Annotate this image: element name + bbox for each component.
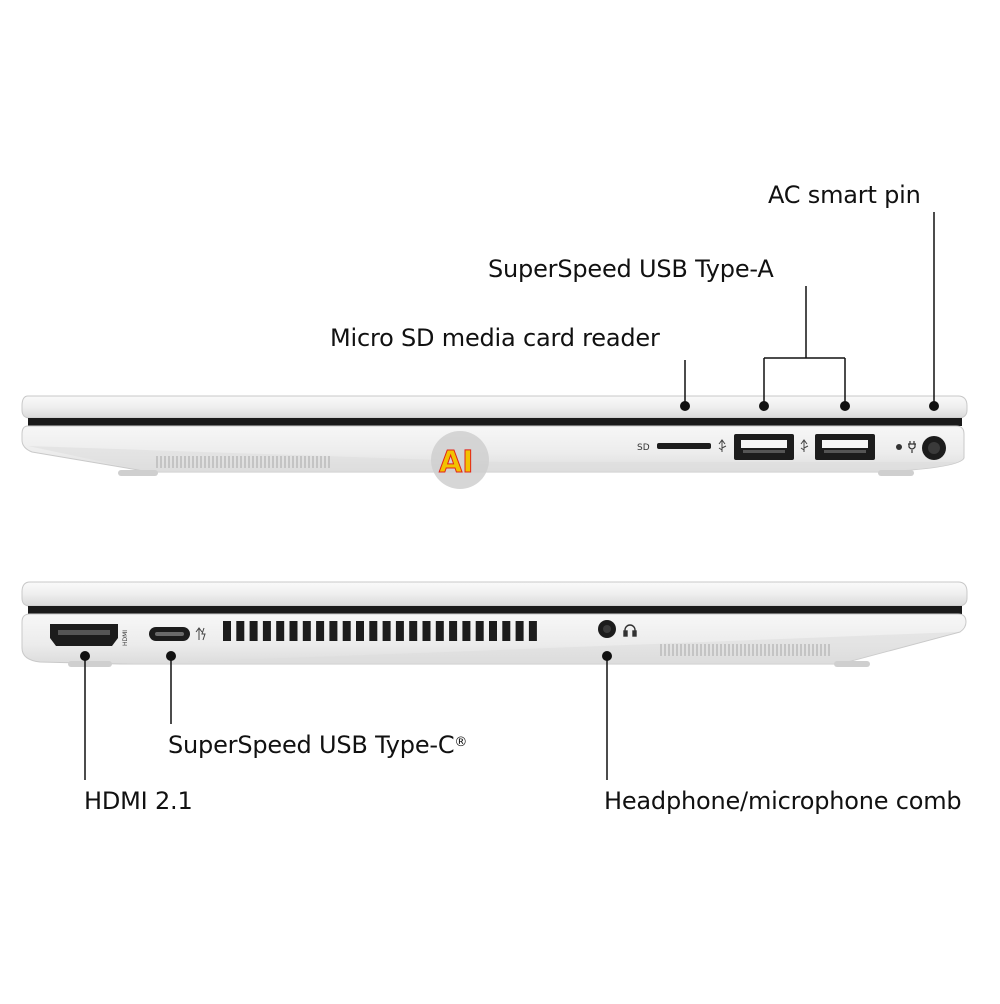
vent-slot <box>236 621 245 641</box>
leader-dot-usb-c <box>166 651 176 661</box>
usb-ss-charge-icon <box>195 627 206 641</box>
label-micro-sd: Micro SD media card reader <box>330 324 660 352</box>
vent-slot <box>369 621 378 641</box>
leader-dot-usb-a-2 <box>840 401 850 411</box>
watermark-logo: AI <box>431 431 489 489</box>
vent-slot <box>382 621 391 641</box>
vent-slot <box>356 621 364 641</box>
vent-slot <box>475 621 484 641</box>
vent-slot <box>302 621 311 641</box>
label-hdmi: HDMI 2.1 <box>84 787 193 815</box>
top-lid <box>21 395 968 419</box>
vent-slot <box>316 621 325 641</box>
bottom-foot-left <box>68 661 112 667</box>
usb-type-c-port <box>149 627 190 641</box>
bottom-lid <box>21 581 968 607</box>
vent-slot <box>409 621 418 641</box>
ac-smart-pin-port <box>922 436 946 460</box>
bottom-foot-right <box>834 661 870 667</box>
top-seam <box>28 418 962 426</box>
vent-slot <box>329 621 338 641</box>
usb-type-a-port-1 <box>734 434 794 460</box>
watermark-logo-text: AI <box>439 445 473 480</box>
bottom-leader-lines <box>84 656 608 780</box>
bottom-laptop-view: HDMI <box>21 581 968 780</box>
usb-type-a-port-2 <box>815 434 875 460</box>
top-laptop-view: SD <box>21 212 968 476</box>
leader-dot-hdmi <box>80 651 90 661</box>
vent-slot <box>515 621 524 641</box>
label-usb-type-a: SuperSpeed USB Type-A <box>488 255 774 283</box>
headphone-jack <box>598 620 616 638</box>
label-usb-type-c-wrapper: SuperSpeed USB Type-C® <box>168 730 467 760</box>
top-speaker-grille <box>156 456 330 468</box>
cooling-vent <box>223 621 537 641</box>
usb-ss-icon <box>718 439 727 452</box>
usb-ss-icon <box>800 439 809 452</box>
vent-slot <box>223 621 231 641</box>
leader-dot-micro-sd <box>680 401 690 411</box>
leader-dot-usb-a-1 <box>759 401 769 411</box>
leader-dot-ac-pin <box>929 401 939 411</box>
vent-slot <box>249 621 258 641</box>
vent-slot <box>289 621 298 641</box>
headphone-icon <box>623 624 637 637</box>
vent-slot <box>502 621 511 641</box>
vent-slot <box>276 621 285 641</box>
hdmi-mark: HDMI <box>122 630 129 646</box>
leader-dot-headphone <box>602 651 612 661</box>
top-foot-right <box>878 470 914 476</box>
bottom-seam <box>28 606 962 614</box>
vent-slot <box>489 621 497 641</box>
top-foot-left <box>118 470 158 476</box>
hdmi-port <box>50 624 118 646</box>
charge-led <box>896 444 902 450</box>
top-leader-lines <box>684 212 935 404</box>
vent-slot <box>528 621 537 641</box>
sd-mark: SD <box>637 443 650 453</box>
label-usb-type-c: SuperSpeed USB Type-C <box>168 731 455 759</box>
power-plug-icon <box>908 441 916 453</box>
vent-slot <box>462 621 471 641</box>
vent-slot <box>262 621 271 641</box>
bottom-speaker-grille <box>658 644 832 656</box>
vent-slot <box>395 621 404 641</box>
label-headphone: Headphone/microphone comb <box>604 787 962 815</box>
registered-mark: ® <box>454 735 468 750</box>
label-ac-smart-pin: AC smart pin <box>768 181 921 209</box>
vent-slot <box>342 621 351 641</box>
vent-slot <box>449 621 458 641</box>
vent-slot <box>422 621 431 641</box>
micro-sd-slot <box>657 443 711 449</box>
leader-usb-a <box>763 286 846 404</box>
vent-slot <box>435 621 444 641</box>
